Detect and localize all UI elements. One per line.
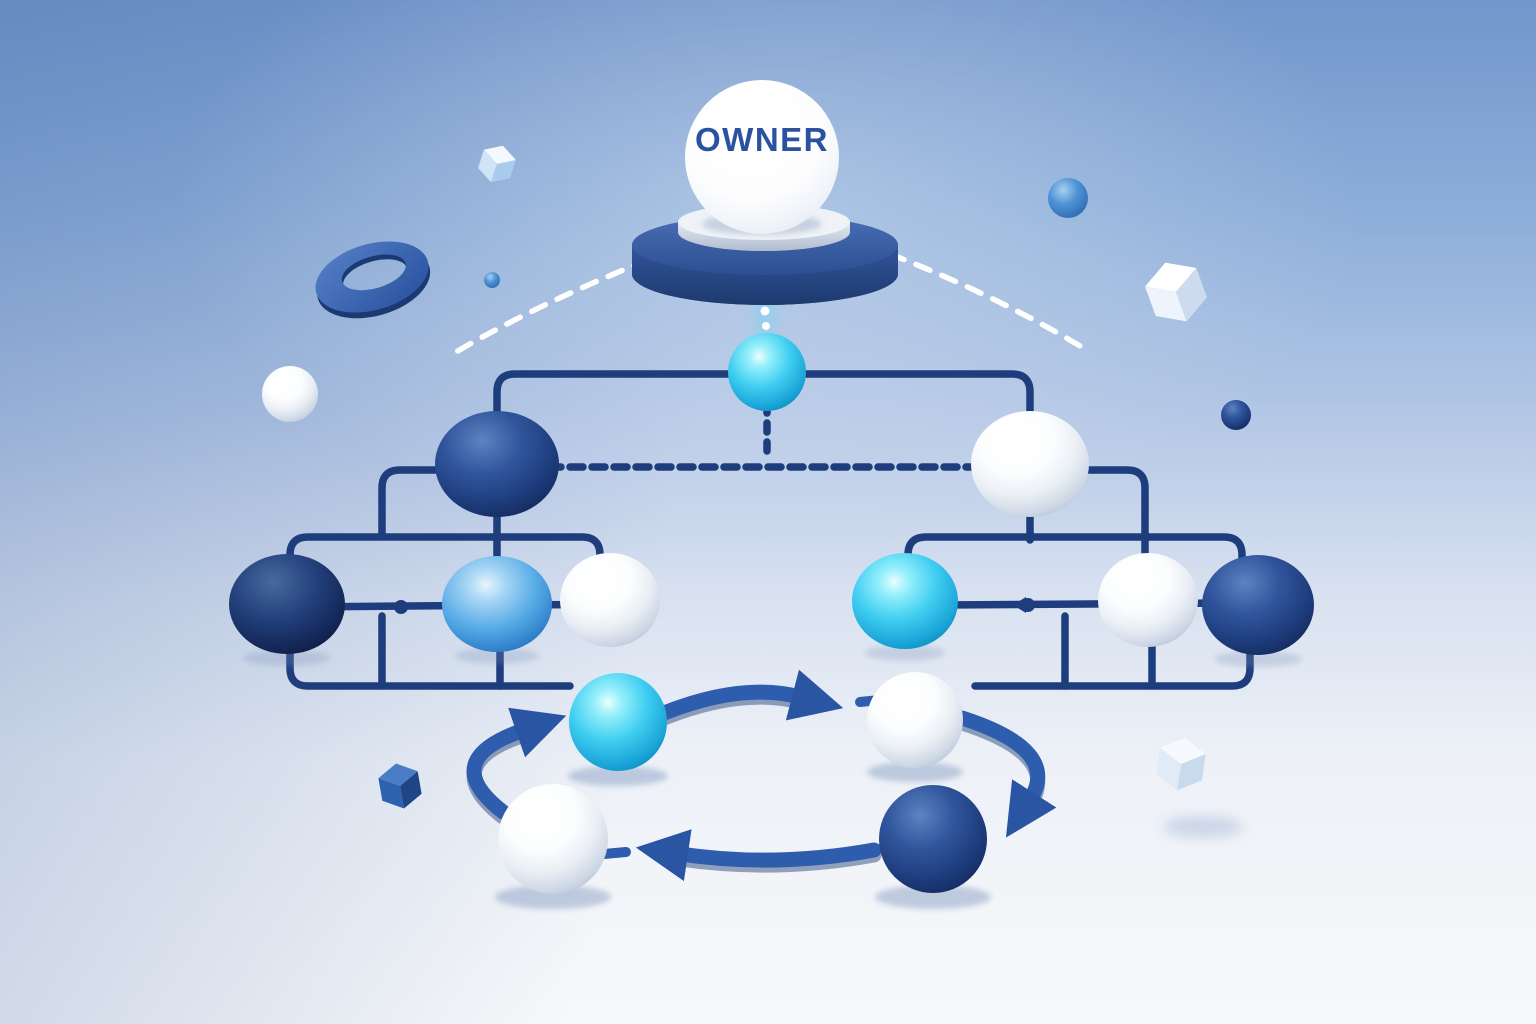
- pipe-left-bar: [286, 533, 604, 578]
- node-left-navy-sphere: [229, 554, 345, 654]
- cycle-cyan-sphere: [569, 673, 667, 771]
- cycle: [466, 669, 1057, 909]
- pipe-left-bottom-bar: [286, 638, 574, 690]
- node-level1-cyan-sphere: [728, 333, 806, 411]
- guide-dash-right: [887, 251, 1093, 355]
- node-left-skyblue-sphere: [442, 556, 552, 652]
- cube-white-right: [1145, 262, 1207, 322]
- torus-ring: [315, 241, 431, 319]
- pipe-right-bar: [904, 533, 1246, 578]
- cube-light-top-left: [478, 145, 516, 183]
- node-right-branch-white-sphere: [971, 411, 1089, 517]
- pipe-right-branch: [1066, 466, 1149, 539]
- cycle-arrows: [466, 669, 1057, 882]
- tree-dashed-pipes: [544, 400, 990, 471]
- node-left-branch-navy-sphere: [435, 411, 559, 517]
- decorations: [262, 145, 1251, 838]
- node-right-white-sphere: [1098, 553, 1198, 647]
- cycle-arrow-left: [466, 707, 567, 820]
- blue-sphere-top-right: [1048, 178, 1088, 218]
- white-sphere-left: [262, 366, 318, 422]
- tree-shadows: [243, 645, 1302, 667]
- cube-navy-bottom-left: [378, 763, 422, 809]
- owner-label: OWNER: [695, 121, 829, 158]
- joint-dot-left: [394, 600, 408, 614]
- node-right-navy-sphere: [1202, 555, 1314, 655]
- cube-light-bottom-right: [1156, 737, 1206, 791]
- cycle-arrow-top: [656, 669, 844, 721]
- pipe-right-bottom-bar: [971, 640, 1254, 690]
- cycle-shadows: [495, 762, 991, 909]
- drop-dot: [760, 306, 770, 316]
- pipe-left-branch: [378, 466, 464, 539]
- tree-nodes: [229, 333, 1314, 655]
- joint-arrow-right: [1013, 597, 1026, 613]
- cycle-stub-bottom: [599, 847, 631, 859]
- cycle-white-sphere-bottom: [498, 784, 608, 894]
- node-left-white-sphere: [560, 553, 660, 647]
- navy-sphere-right: [1221, 400, 1251, 430]
- cycle-white-sphere-top: [867, 672, 963, 768]
- node-right-cyan-sphere: [852, 553, 958, 649]
- cycle-navy-sphere: [879, 785, 987, 893]
- cube-shadow-bottom-right: [1163, 816, 1243, 838]
- owner-sphere: [685, 80, 839, 234]
- pipe-joints: [394, 597, 1035, 614]
- cycle-arrow-bottom: [635, 829, 882, 882]
- guide-dash-left: [453, 257, 651, 355]
- cycle-nodes: [498, 672, 987, 894]
- cycle-arrow-right: [954, 710, 1057, 838]
- guide-dashes: [453, 251, 1093, 355]
- drop-dot: [762, 322, 770, 330]
- owner-pedestal: OWNER: [632, 80, 898, 305]
- tiny-blue-sphere: [484, 272, 500, 288]
